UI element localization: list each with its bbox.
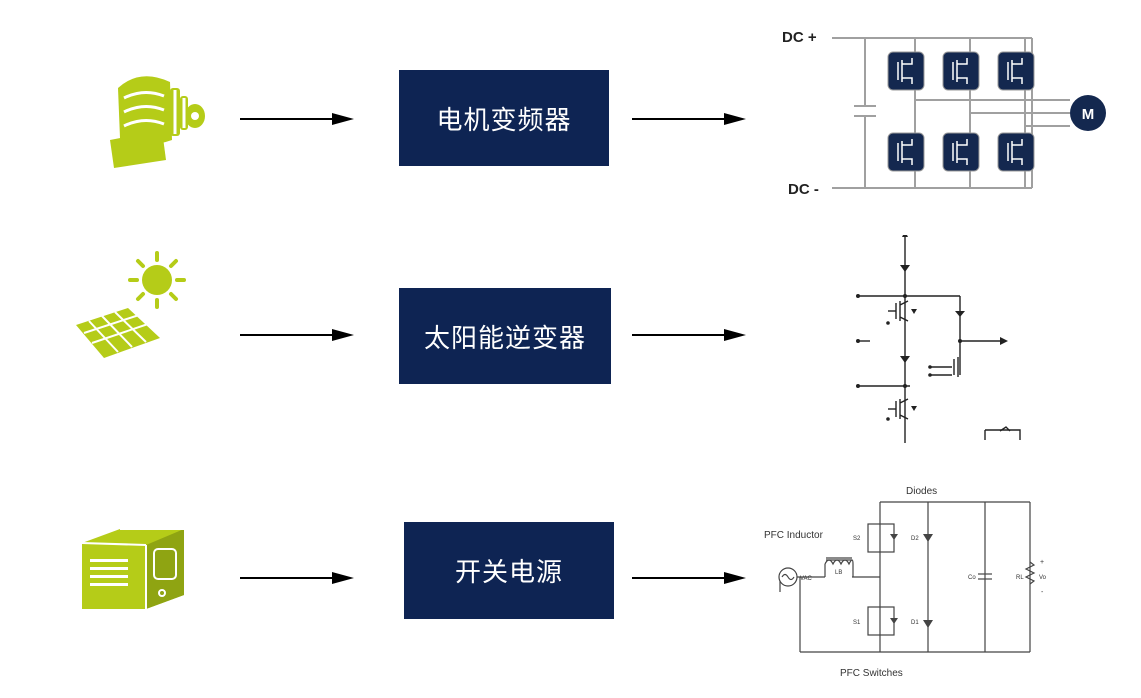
arrow-to-box-1	[240, 110, 355, 128]
inverter-circuit: DC + DC - M	[770, 20, 1110, 205]
d2-label: D2	[911, 536, 919, 542]
app-box-switch-power: 开关电源	[404, 522, 614, 619]
vo-label: Vo	[1039, 575, 1047, 581]
app-box-solar-inverter: 太阳能逆变器	[399, 288, 611, 384]
power-supply-cabinet-icon	[81, 525, 187, 610]
co-label: Co	[968, 575, 976, 581]
arrow-to-box-3	[240, 569, 355, 587]
arrow-to-box-2	[240, 326, 355, 344]
minus-label: -	[1041, 589, 1044, 596]
vac-label: VAC	[800, 576, 813, 582]
app-label: 电机变频器	[436, 105, 572, 136]
solar-panel-sun-icon	[72, 250, 197, 365]
pfc-inductor-label: PFC Inductor	[764, 530, 824, 541]
plus-label: +	[1040, 559, 1044, 566]
motor-symbol-label: M	[1082, 106, 1095, 123]
app-label: 太阳能逆变器	[423, 323, 586, 354]
arrow-to-circuit-1	[632, 110, 747, 128]
solar-inverter-circuit	[850, 231, 1030, 445]
arrow-to-circuit-3	[632, 569, 747, 587]
lb-label: LB	[835, 570, 842, 576]
s2-label: S2	[853, 536, 861, 542]
app-box-motor-drive: 电机变频器	[399, 70, 609, 166]
motor-icon	[100, 68, 215, 168]
rl-label: RL	[1016, 575, 1024, 581]
s1-label: S1	[853, 620, 861, 626]
diodes-label: Diodes	[906, 486, 937, 497]
arrow-to-circuit-2	[632, 326, 747, 344]
pfc-circuit: Diodes PFC Inductor PFC Switches S2 S1 D…	[760, 482, 1060, 682]
d1-label: D1	[911, 620, 919, 626]
app-label: 开关电源	[454, 558, 563, 588]
dc-plus-label: DC +	[782, 29, 817, 46]
pfc-switches-label: PFC Switches	[840, 668, 903, 679]
dc-minus-label: DC -	[788, 181, 819, 198]
